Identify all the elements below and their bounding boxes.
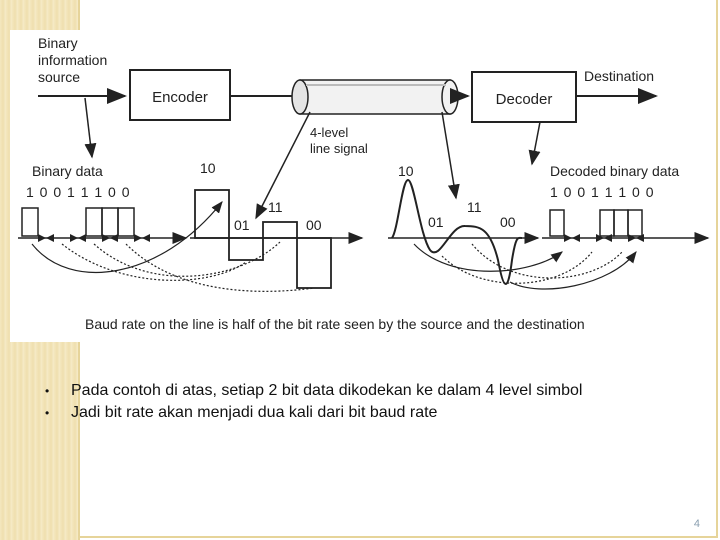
cable-icon — [291, 79, 459, 115]
binary-timeline-ticks — [38, 234, 150, 242]
binary-data-label: Binary data — [32, 163, 103, 179]
decoded-data-label: Decoded binary data — [550, 163, 679, 179]
analog-level-11: 11 — [467, 199, 482, 215]
bullet-dot: • — [45, 384, 50, 398]
square-level-00: 00 — [306, 217, 322, 233]
encoder-label: Encoder — [152, 89, 208, 106]
line-signal-label-line1: 4-level — [310, 125, 348, 140]
source-label-line3: source — [38, 69, 80, 85]
diagram-caption: Baud rate on the line is half of the bit… — [85, 316, 585, 332]
line-coding-diagram: Binary information source Encoder Decode… — [10, 30, 710, 342]
bullet-text: Jadi bit rate akan menjadi dua kali dari… — [71, 404, 438, 421]
binary-pulse-train — [21, 207, 135, 237]
square-level-01: 01 — [234, 217, 250, 233]
bullet-item: • Pada contoh di atas, setiap 2 bit data… — [45, 380, 685, 402]
decoding-arrows — [413, 243, 637, 290]
decoded-timeline-ticks — [564, 234, 644, 242]
slide-frame — [78, 0, 718, 538]
bullet-dot: • — [45, 406, 50, 420]
bullet-list: • Pada contoh di atas, setiap 2 bit data… — [45, 380, 685, 424]
decoded-pulse-train — [549, 209, 643, 237]
square-level-10: 10 — [200, 160, 216, 176]
decoded-bits: 1 0 0 1 1 1 0 0 — [550, 184, 655, 200]
line-signal-pointer-right — [441, 111, 460, 200]
analog-level-10: 10 — [398, 163, 414, 179]
square-level-11: 11 — [268, 199, 283, 215]
encoding-arrows — [31, 201, 315, 292]
source-to-data-pointer — [84, 97, 97, 159]
analog-line-signal — [391, 178, 523, 285]
binary-bits: 1 0 0 1 1 1 0 0 — [26, 184, 131, 200]
bullet-text: Pada contoh di atas, setiap 2 bit data d… — [71, 382, 583, 399]
destination-label: Destination — [584, 68, 654, 84]
decoder-label: Decoder — [496, 91, 553, 108]
decoder-to-data-pointer — [528, 121, 541, 166]
page-number: 4 — [693, 518, 700, 530]
analog-level-01: 01 — [428, 214, 444, 230]
analog-level-00: 00 — [500, 214, 516, 230]
source-label-line2: information — [38, 52, 107, 68]
source-label-line1: Binary — [38, 35, 78, 51]
line-signal-label-line2: line signal — [310, 141, 368, 156]
bullet-item: • Jadi bit rate akan menjadi dua kali da… — [45, 402, 685, 424]
line-signal-pointer-left — [255, 111, 311, 220]
